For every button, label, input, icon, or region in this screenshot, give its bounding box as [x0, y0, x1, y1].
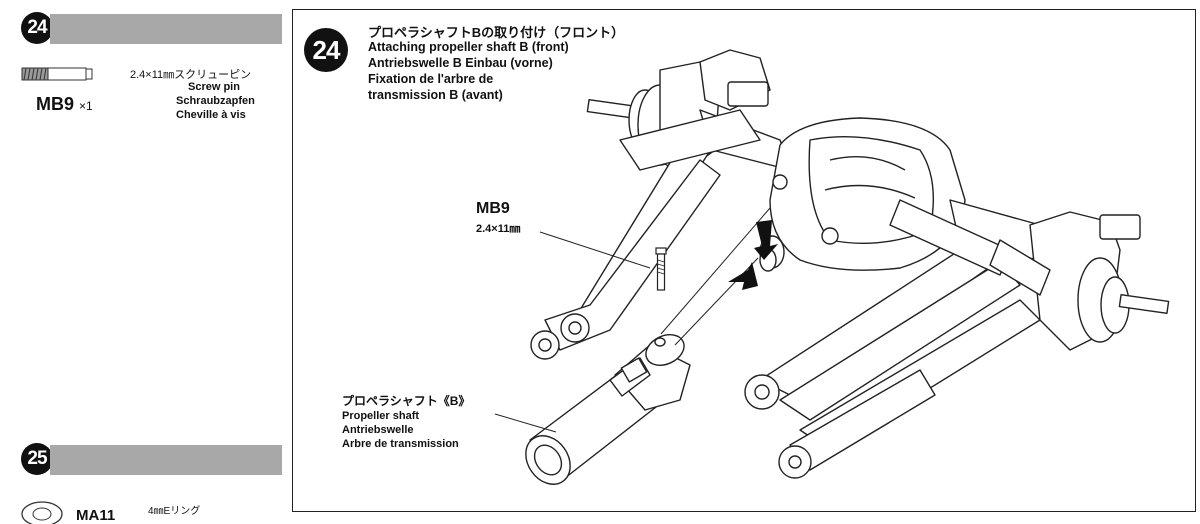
callout-shaft-de: Antriebswelle: [342, 424, 414, 436]
propeller-shaft-b-drawing: [525, 334, 691, 485]
callout-shaft-en: Propeller shaft: [342, 410, 420, 422]
main-title-fr-2: transmission B (avant): [368, 88, 503, 102]
main-title-fr-1: Fixation de l'arbre de: [368, 72, 494, 86]
screw-pin-fr-label: Cheville à vis: [176, 109, 246, 121]
step-25-badge: 25: [21, 443, 53, 475]
callout-shaft-jp: プロペラシャフト《B》: [342, 394, 471, 408]
screw-pin-de-label: Schraubzapfen: [176, 95, 255, 107]
callout-mb9-size: 2.4×11㎜: [476, 223, 521, 235]
step-24-header-bar: [50, 14, 282, 44]
screw-pin-icon: [21, 67, 93, 81]
screw-pin-en-label: Screw pin: [188, 81, 240, 93]
callout-shaft-fr: Arbre de transmission: [342, 438, 459, 450]
step-24-panel: [292, 9, 1196, 512]
part-qty: ×1: [79, 99, 93, 113]
screw-pin-part-drawing: [655, 247, 667, 291]
main-step-24-badge: 24: [304, 28, 348, 72]
step-25-header-bar: [50, 445, 282, 475]
main-title-en: Attaching propeller shaft B (front): [368, 40, 569, 54]
screw-pin-jp-label: 2.4×11㎜スクリューピン: [130, 69, 252, 81]
step-24-badge: 24: [21, 12, 53, 44]
callout-mb9-code: MB9: [476, 200, 510, 217]
main-title-de: Antriebswelle B Einbau (vorne): [368, 56, 553, 70]
part-code-mb9: MB9 ×1: [36, 94, 93, 114]
main-title-jp: プロペラシャフトBの取り付け（フロント）: [368, 25, 625, 40]
e-ring-jp-label: 4㎜Eリング: [148, 506, 201, 517]
